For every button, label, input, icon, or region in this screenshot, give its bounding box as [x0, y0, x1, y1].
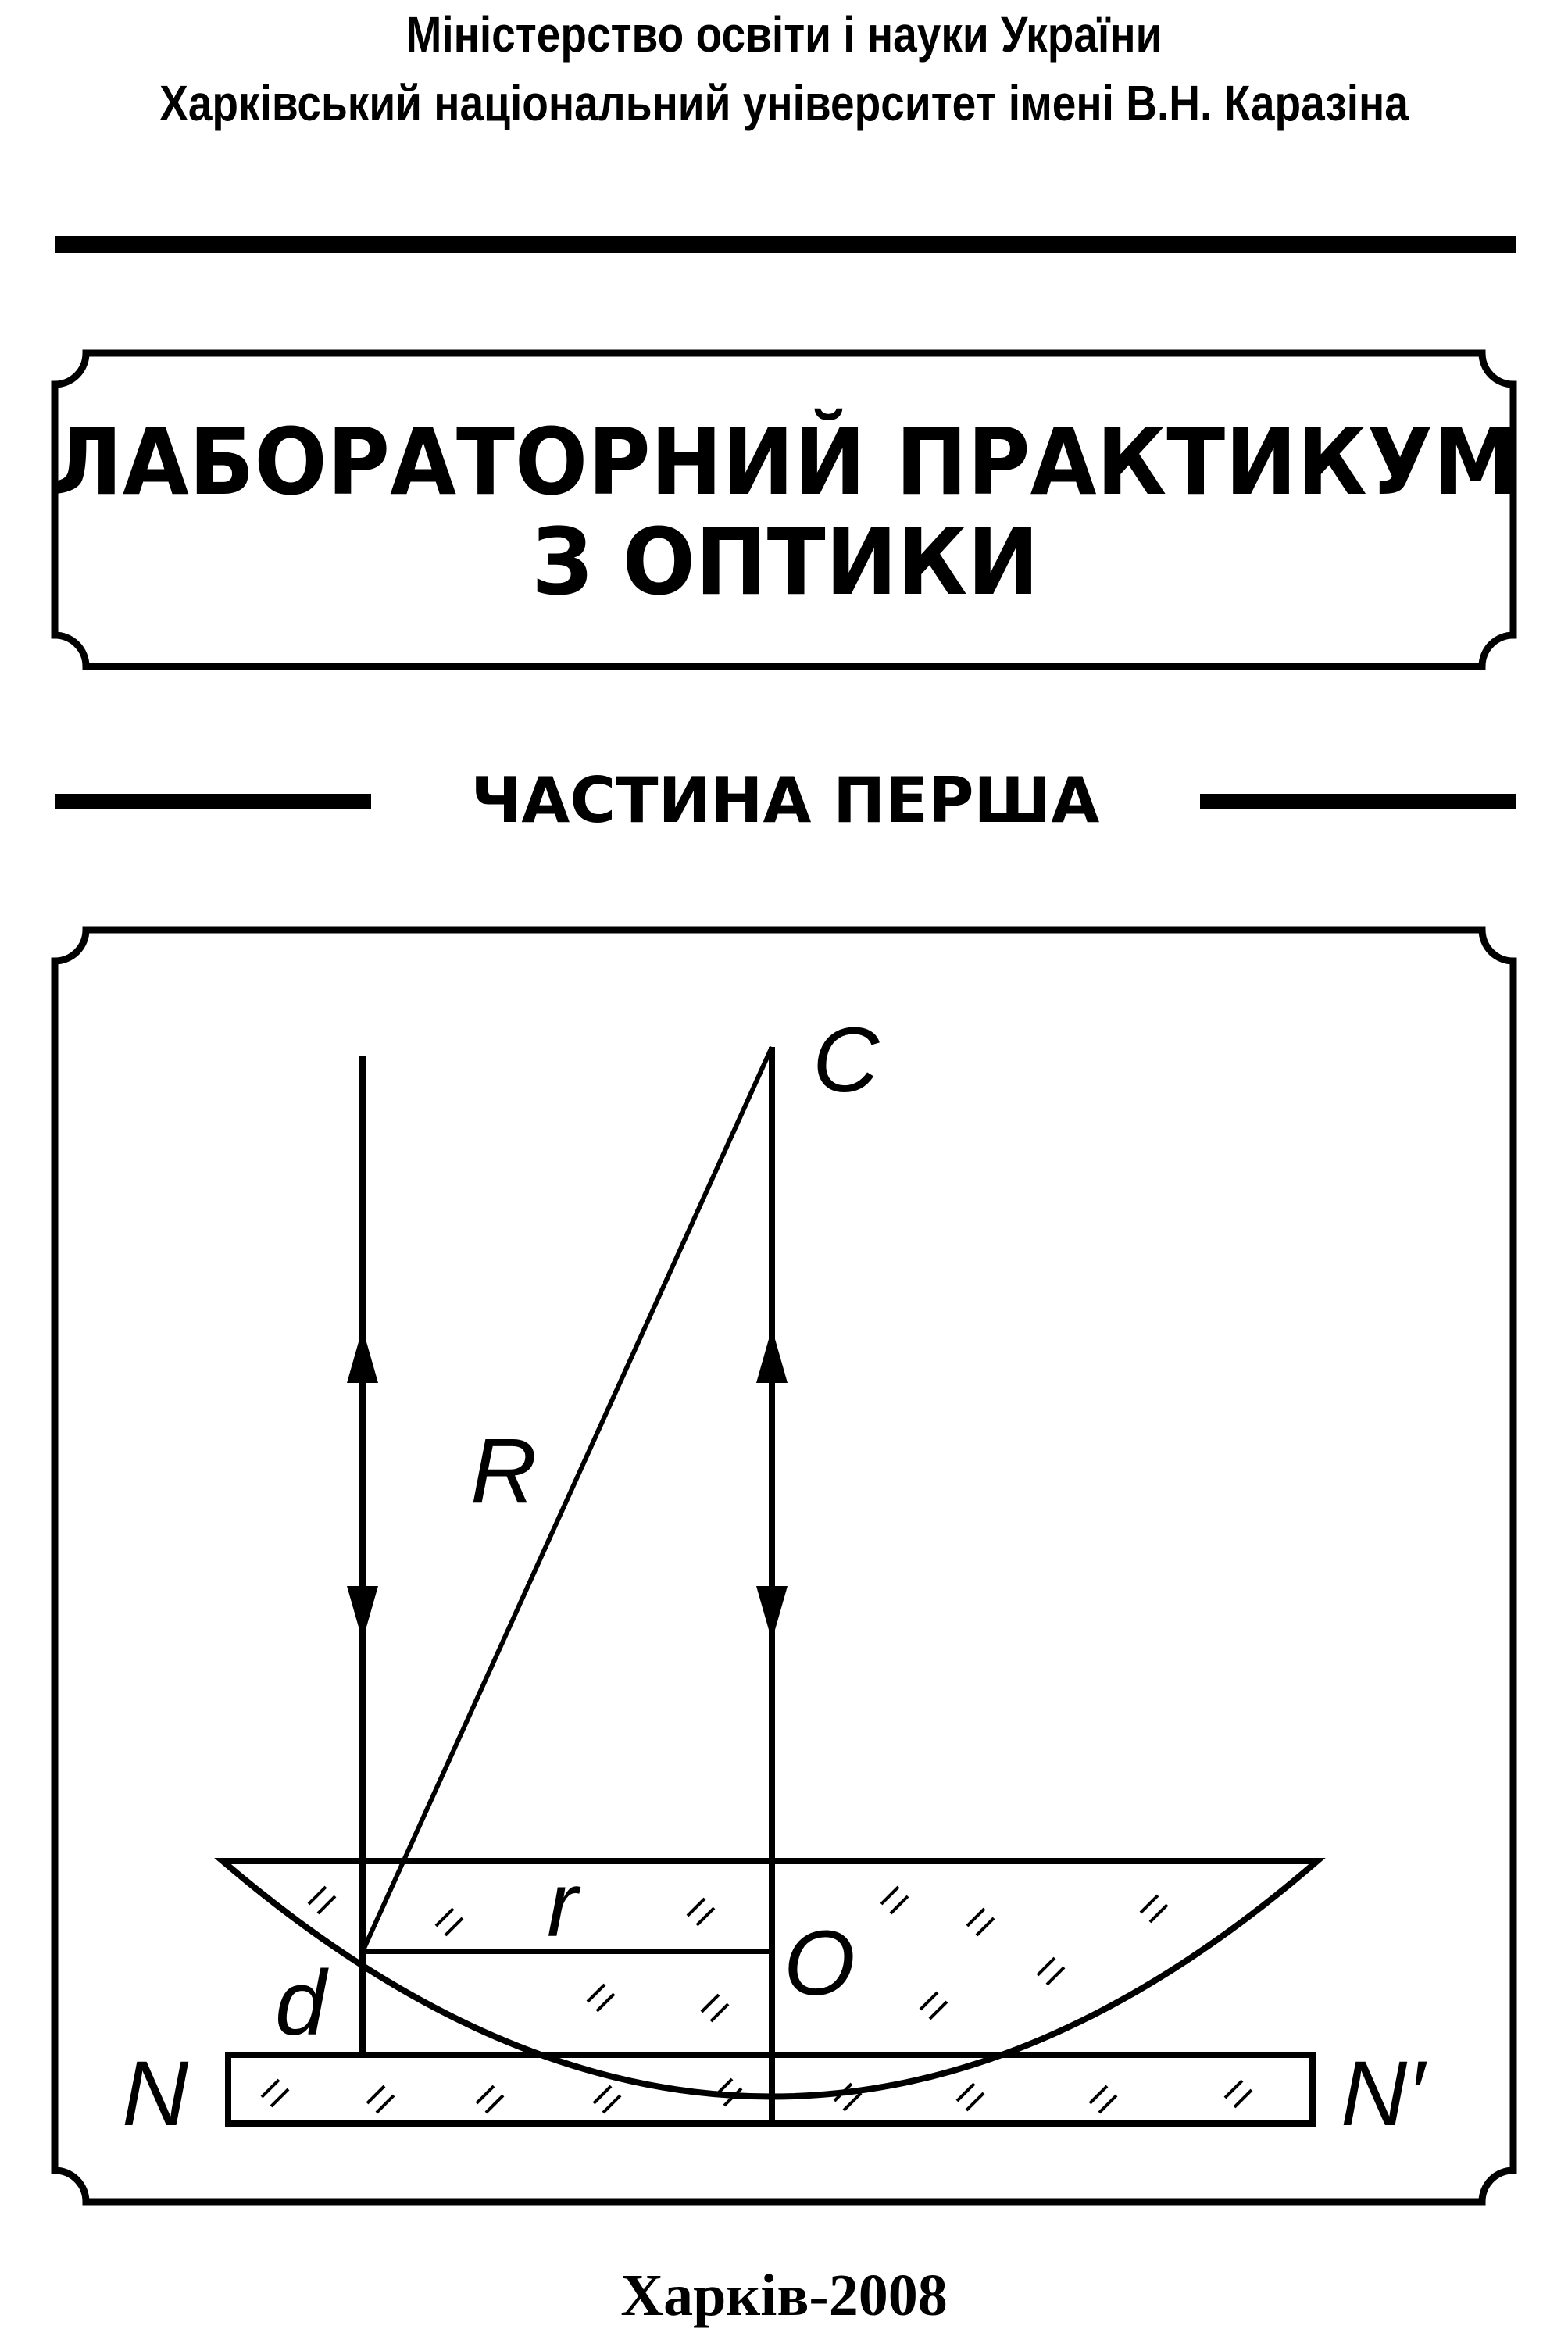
title-line-1: ЛАБОРАТОРНИЙ ПРАКТИКУМ — [52, 408, 1519, 516]
label-R: R — [470, 1420, 537, 1523]
label-O: O — [784, 1912, 855, 2015]
radius-line — [360, 1045, 774, 1953]
label-d: d — [275, 1952, 329, 2055]
figure-frame — [51, 926, 1517, 2206]
label-N: N — [122, 2042, 189, 2145]
arrow-down-center — [756, 1586, 788, 1641]
part-label: ЧАСТИНА ПЕРША — [470, 764, 1100, 837]
university-title: Харківський національний університет іме… — [159, 75, 1409, 131]
label-r: r — [547, 1853, 581, 1956]
glass-hatching — [260, 1885, 1253, 2114]
arrow-down-left — [347, 1586, 378, 1641]
title-block: ЛАБОРАТОРНИЙ ПРАКТИКУМ З ОПТИКИ — [52, 359, 1519, 664]
footer-city-year: Харків-2008 — [620, 2263, 948, 2328]
lens — [214, 1858, 1326, 2100]
label-C: C — [813, 1009, 880, 1112]
part-rule-left — [55, 794, 371, 809]
title-frame — [51, 349, 1517, 670]
label-N-prime: N′ — [1341, 2042, 1427, 2145]
arrow-up-left — [347, 1328, 378, 1383]
title-line-2: З ОПТИКИ — [531, 508, 1039, 616]
top-rule — [55, 236, 1516, 253]
part-rule-right — [1200, 794, 1516, 809]
arrow-up-center — [756, 1328, 788, 1383]
ministry-title: Міністерство освіти і науки України — [405, 6, 1163, 63]
